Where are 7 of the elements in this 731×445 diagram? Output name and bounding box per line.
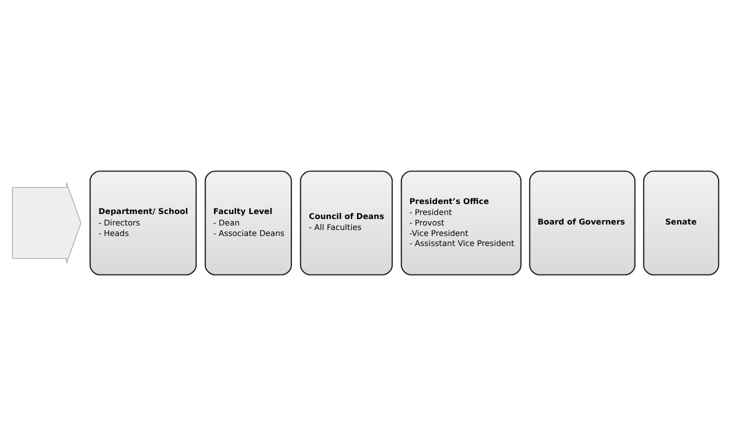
node-box: Council of Deans - All Faculties — [300, 170, 393, 275]
node-box: Department/ School - Directors - Heads — [90, 170, 197, 275]
node-box: President’s Office - President - Provost -Vice President - Assisstant Vice President — [400, 170, 522, 275]
node-box: Board of Governers — [529, 170, 636, 275]
node-arrow — [12, 182, 82, 264]
node-box: Senate — [643, 170, 720, 275]
node-box: Faculty Level - Dean - Associate Deans — [204, 170, 292, 275]
